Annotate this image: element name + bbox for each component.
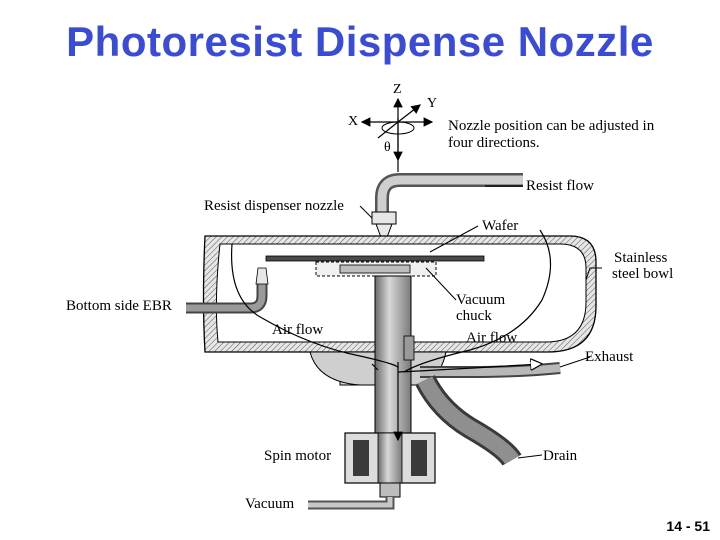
drain-label: Drain: [543, 448, 578, 464]
resist-dispenser-nozzle-label: Resist dispenser nozzle: [204, 198, 344, 214]
dispenser-nozzle: [371, 211, 397, 241]
vacuum-chuck-label-line1: Vacuum: [456, 292, 506, 308]
stainless-label-line1: Stainless: [614, 250, 668, 266]
vacuum-chuck: [315, 261, 437, 277]
exhaust-pipe: [420, 362, 561, 378]
spin-shaft: [374, 275, 415, 439]
bottom-side-ebr-label: Bottom side EBR: [66, 298, 172, 314]
axis-x-label: X: [348, 114, 359, 129]
spin-motor-label: Spin motor: [264, 448, 332, 464]
axes-icon: [360, 97, 434, 172]
drain-pipe: [415, 374, 522, 467]
wafer: [265, 255, 485, 262]
axis-theta-label: θ: [384, 140, 391, 155]
vacuum-chuck-label-line2: chuck: [456, 308, 492, 324]
exhaust-label: Exhaust: [585, 349, 634, 365]
bottom-ebr-pipe: [186, 267, 269, 314]
adjust-note: Nozzle position can be adjusted in four …: [448, 118, 655, 151]
axis-y-label: Y: [427, 96, 438, 111]
page-title: Photoresist Dispense Nozzle: [66, 18, 654, 65]
page-number: 14 - 51: [666, 518, 710, 534]
vacuum-pipe: [308, 497, 395, 510]
air-flow-lines: [230, 229, 552, 442]
wafer-label: Wafer: [482, 218, 519, 234]
spin-motor: [344, 432, 436, 498]
leader-lines: [359, 205, 602, 459]
air-flow-right-label: Air flow: [466, 330, 518, 346]
resist-pipe: [375, 173, 523, 212]
axis-z-label: Z: [393, 82, 402, 97]
stainless-label-line2: steel bowl: [612, 266, 674, 282]
resist-flow-label: Resist flow: [526, 178, 594, 194]
air-flow-left-label: Air flow: [272, 322, 324, 338]
vacuum-label: Vacuum: [245, 496, 295, 512]
